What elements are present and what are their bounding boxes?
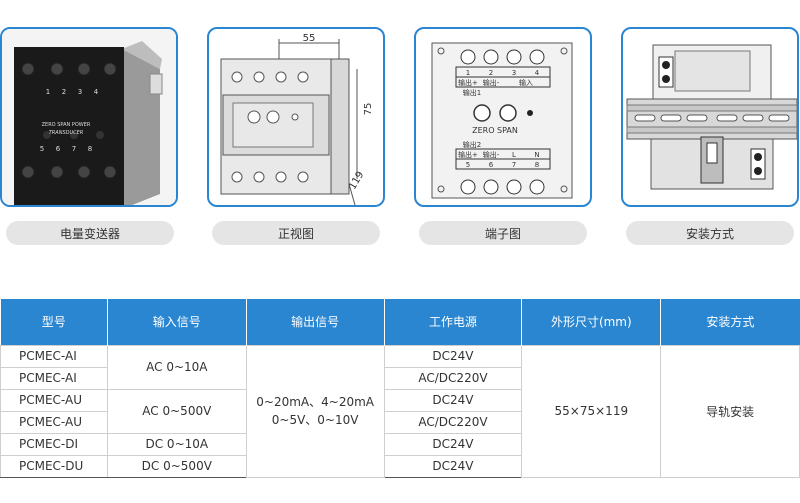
power-cell: DC24V bbox=[383, 432, 523, 456]
output-1-label: 输出1 bbox=[463, 88, 481, 97]
model-cell: PCMEC-DU bbox=[0, 454, 108, 478]
model-cell: PCMEC-AI bbox=[0, 344, 108, 368]
bottom-signal-n: N bbox=[534, 151, 539, 159]
input-cell: DC 0~10A bbox=[106, 432, 247, 456]
terminal-label-4: 4 bbox=[535, 69, 540, 77]
table-row: PCMEC-DU DC 0~500V DC24V bbox=[0, 454, 800, 478]
header-mounting: 安装方式 bbox=[660, 299, 800, 345]
caption-mounting: 安装方式 bbox=[626, 221, 794, 245]
terminal-5: 5 bbox=[40, 145, 44, 153]
bottom-signal-out-plus: 输出+ bbox=[458, 150, 478, 159]
table-header-row: 型号 输入信号 输出信号 工作电源 外形尺寸(mm) 安装方式 bbox=[0, 299, 800, 345]
header-model: 型号 bbox=[0, 299, 108, 345]
power-cell: DC24V bbox=[383, 344, 523, 368]
din-rail-mount-drawing bbox=[626, 44, 797, 190]
zero-span-label: ZERO SPAN bbox=[472, 126, 518, 135]
terminal-label-3: 3 bbox=[512, 69, 516, 77]
bottom-signal-out-minus: 输出- bbox=[483, 150, 500, 159]
terminal-label-7: 7 bbox=[512, 161, 516, 169]
terminal-1: 1 bbox=[46, 88, 50, 96]
top-signal-out-plus: 输出+ bbox=[458, 78, 478, 87]
output-cell: 0~20mA、4~20mA 0~5V、0~10V bbox=[245, 344, 385, 478]
header-input: 输入信号 bbox=[107, 299, 247, 345]
dimension-depth: 119 bbox=[347, 170, 366, 192]
mounting-cell: 导轨安装 bbox=[660, 344, 800, 478]
caption-terminal-diagram: 端子图 bbox=[419, 221, 587, 245]
power-cell: DC24V bbox=[383, 388, 523, 412]
terminal-2: 2 bbox=[62, 88, 66, 96]
dimension-height: 75 bbox=[363, 103, 374, 116]
terminal-label-8: 8 bbox=[535, 161, 539, 169]
bottom-signal-l: L bbox=[512, 151, 516, 159]
device-label-bottom: TRANSDUCER bbox=[49, 130, 84, 136]
header-dimensions: 外形尺寸(mm) bbox=[521, 299, 662, 345]
front-view-drawing: 55 75 119 bbox=[220, 33, 374, 205]
header-power: 工作电源 bbox=[384, 299, 523, 345]
terminal-label-2: 2 bbox=[489, 69, 493, 77]
table-row: PCMEC-AI AC 0~10A 0~20mA、4~20mA 0~5V、0~1… bbox=[0, 344, 800, 478]
mounting-card bbox=[621, 27, 799, 207]
table-row: PCMEC-AI AC/DC220V bbox=[0, 366, 800, 390]
front-view-card: 55 75 119 bbox=[207, 27, 385, 207]
power-cell: AC/DC220V bbox=[383, 410, 523, 434]
power-cell: DC24V bbox=[383, 454, 523, 478]
power-cell: AC/DC220V bbox=[383, 366, 523, 390]
terminal-label-1: 1 bbox=[466, 69, 470, 77]
model-cell: PCMEC-AU bbox=[0, 388, 108, 412]
output-line-1: 0~20mA、4~20mA bbox=[256, 395, 374, 409]
model-cell: PCMEC-AI bbox=[0, 366, 108, 390]
input-cell: AC 0~10A bbox=[106, 344, 247, 390]
terminal-3: 3 bbox=[78, 88, 82, 96]
caption-transducer: 电量变送器 bbox=[6, 221, 174, 245]
terminal-8: 8 bbox=[88, 145, 92, 153]
terminal-diagram-drawing: 1 2 3 4 输出+ 输出- 输入 输出1 输出2 输出+ 输出- L N 5… bbox=[431, 42, 573, 199]
model-cell: PCMEC-DI bbox=[0, 432, 108, 456]
input-cell: DC 0~500V bbox=[106, 454, 247, 478]
dimension-width: 55 bbox=[303, 33, 316, 44]
model-cell: PCMEC-AU bbox=[0, 410, 108, 434]
output-2-label: 输出2 bbox=[463, 140, 481, 149]
spec-table: 型号 输入信号 输出信号 工作电源 外形尺寸(mm) 安装方式 PCMEC-AI… bbox=[0, 299, 800, 478]
terminal-label-6: 6 bbox=[489, 161, 494, 169]
device-label-top: ZERO SPAN POWER bbox=[42, 122, 91, 128]
terminal-4: 4 bbox=[94, 88, 99, 96]
dimensions-cell: 55×75×119 bbox=[521, 344, 662, 478]
terminal-label-5: 5 bbox=[466, 161, 470, 169]
output-line-2: 0~5V、0~10V bbox=[271, 413, 359, 427]
table-row: PCMEC-AU AC/DC220V bbox=[0, 410, 800, 434]
table-row: PCMEC-DI DC 0~10A DC24V bbox=[0, 432, 800, 456]
top-signal-input: 输入 bbox=[519, 78, 533, 87]
transducer-illustration: ZERO SPAN POWER TRANSDUCER 1 2 3 4 5 6 7… bbox=[2, 29, 176, 205]
terminal-diagram-card: 1 2 3 4 输出+ 输出- 输入 输出1 输出2 输出+ 输出- L N 5… bbox=[414, 27, 592, 207]
terminal-7: 7 bbox=[72, 145, 76, 153]
terminal-6: 6 bbox=[56, 145, 61, 153]
header-output: 输出信号 bbox=[246, 299, 385, 345]
product-photo-card: ZERO SPAN POWER TRANSDUCER 1 2 3 4 5 6 7… bbox=[0, 27, 178, 207]
top-signal-out-minus: 输出- bbox=[483, 78, 500, 87]
caption-front-view: 正视图 bbox=[212, 221, 380, 245]
input-cell: AC 0~500V bbox=[106, 388, 247, 434]
